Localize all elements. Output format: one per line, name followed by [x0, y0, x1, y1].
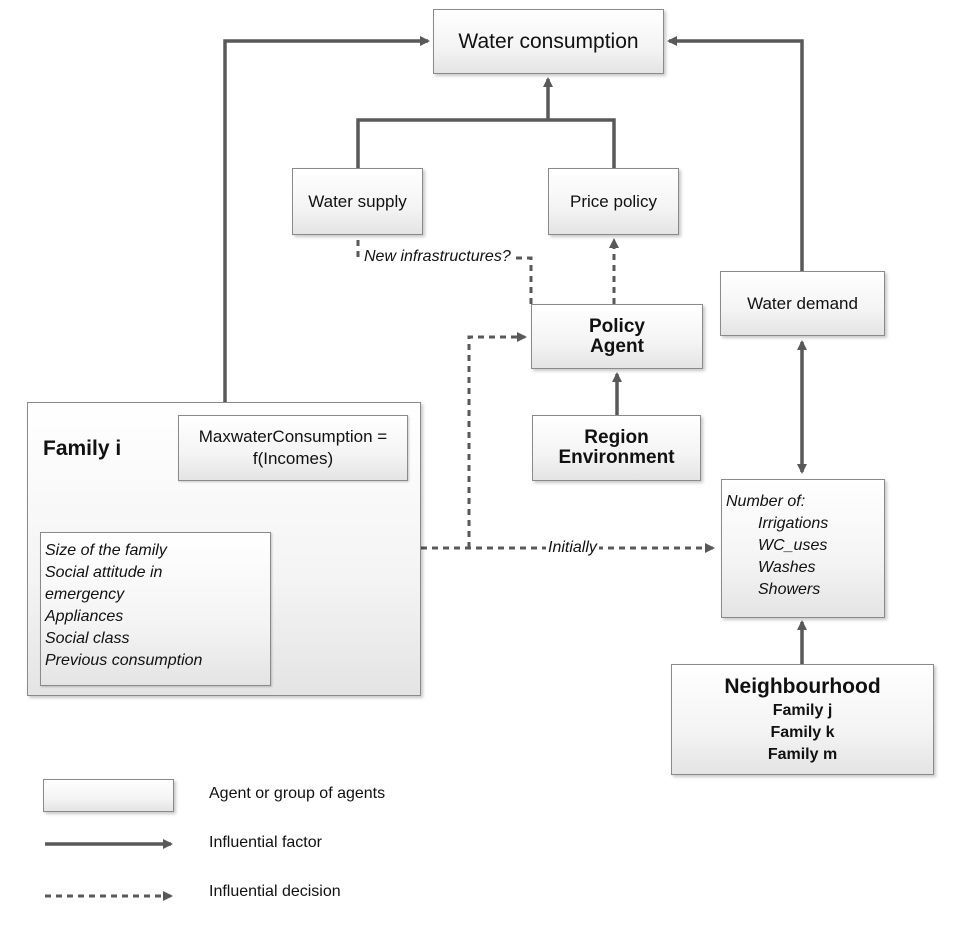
- region-environment-line-1: Region: [584, 427, 649, 448]
- neighbourhood-member: Family m: [767, 746, 838, 763]
- legend-decision-label: Influential decision: [209, 883, 341, 900]
- legend-factor-label: Influential factor: [209, 834, 322, 851]
- edge-policy-to-supply: [356, 236, 533, 304]
- region-environment-line-2: Environment: [558, 447, 675, 468]
- legend-agent-swatch: [43, 779, 174, 812]
- edge-family-to-consumption: [223, 36, 430, 402]
- edge-family-to-policy: [467, 332, 527, 548]
- attribute-item: emergency: [45, 586, 125, 603]
- legend-agent-label: Agent or group of agents: [209, 785, 386, 802]
- neighbourhood-member: Family k: [770, 724, 835, 741]
- family-i-node: Family i MaxwaterConsumption = f(Incomes…: [27, 402, 421, 696]
- max-consumption-box: MaxwaterConsumption = f(Incomes): [178, 415, 408, 481]
- neighbourhood-node: Neighbourhood Family j Family k Family m: [671, 664, 934, 775]
- max-formula-line-1: MaxwaterConsumption =: [198, 427, 388, 446]
- family-i-title: Family i: [43, 437, 122, 460]
- number-of-item: Showers: [758, 581, 821, 598]
- policy-agent-line-1: Policy: [589, 315, 645, 337]
- edge-supply-merge: [356, 118, 616, 168]
- water-supply-label: Water supply: [308, 191, 407, 211]
- label-new-infrastructures: New infrastructures?: [362, 248, 513, 266]
- neighbourhood-member: Family j: [772, 702, 833, 719]
- attribute-item: Size of the family: [45, 542, 167, 559]
- number-of-heading: Number of:: [726, 493, 806, 510]
- edge-demand-to-consumption: [667, 36, 804, 271]
- price-policy-label: Price policy: [570, 191, 657, 211]
- max-formula-line-2: f(Incomes): [252, 449, 334, 468]
- water-supply-node: Water supply: [292, 168, 423, 235]
- family-attributes-box: Size of the family Social attitude in em…: [40, 532, 271, 686]
- attribute-item: Previous consumption: [45, 652, 203, 669]
- label-initially: Initially: [546, 539, 599, 557]
- number-of-node: Number of: Irrigations WC_uses Washes Sh…: [721, 479, 885, 618]
- water-demand-node: Water demand: [720, 271, 885, 336]
- neighbourhood-title: Neighbourhood: [724, 675, 881, 698]
- policy-agent-node: Policy Agent: [531, 304, 703, 369]
- water-consumption-label: Water consumption: [458, 29, 639, 53]
- attribute-item: Social attitude in: [45, 564, 163, 581]
- attribute-item: Appliances: [45, 608, 124, 625]
- region-environment-node: Region Environment: [532, 415, 701, 481]
- policy-agent-line-2: Agent: [590, 335, 644, 357]
- water-demand-label: Water demand: [747, 293, 858, 313]
- price-policy-node: Price policy: [548, 168, 679, 235]
- water-consumption-node: Water consumption: [433, 9, 664, 74]
- number-of-item: Irrigations: [758, 515, 829, 532]
- number-of-item: Washes: [758, 559, 816, 576]
- attribute-item: Social class: [45, 630, 130, 647]
- number-of-item: WC_uses: [758, 537, 828, 554]
